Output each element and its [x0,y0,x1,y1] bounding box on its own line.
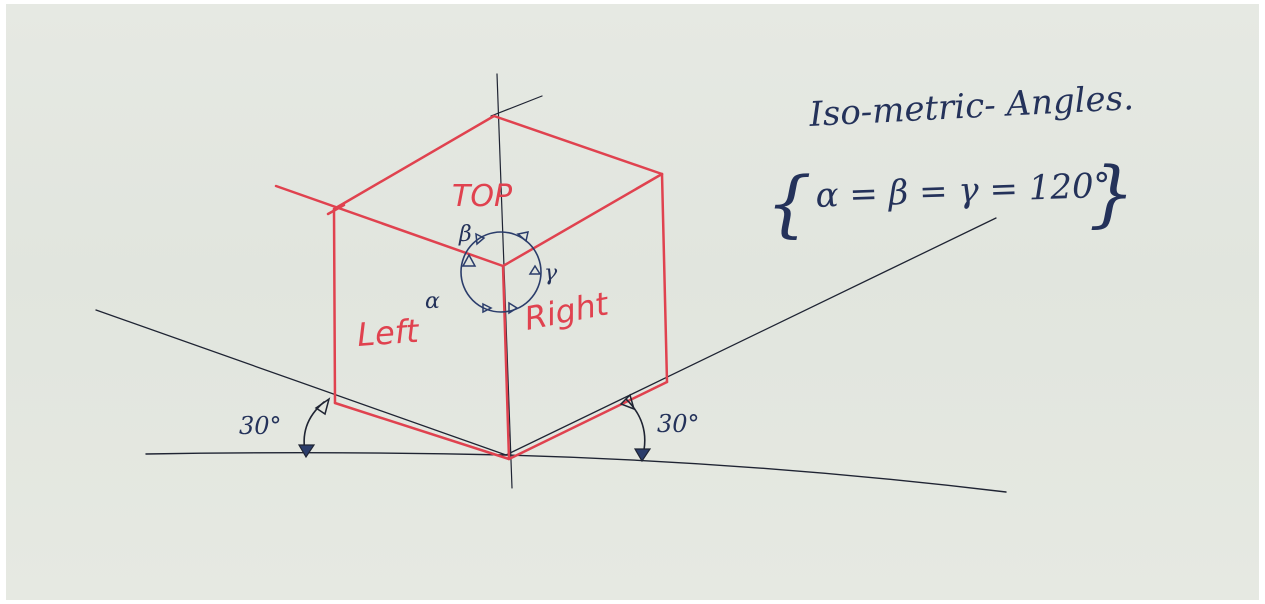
construction-tick [490,95,543,117]
open-brace: { [766,161,812,245]
isometric-diagram: TOP Left Right β γ α 30° 30° Iso-metric-… [95,73,1135,493]
horizontal-baseline [145,452,1007,493]
equation-text: α = β = γ = 120° [815,166,1111,216]
angle-arrow-beta [475,232,486,246]
close-brace: } [1089,151,1135,235]
right-isometric-axis [505,217,997,456]
cube-edge-right-vertical [660,172,669,384]
beta-label: β [458,222,472,247]
title-text: Iso-metric- Angles. [807,78,1134,135]
right-angle-label: 30° [657,410,700,438]
left-arc-arrow-bottom [297,444,316,459]
paper-sheet: TOP Left Right β γ α 30° 30° Iso-metric-… [6,4,1259,600]
angle-arrow-alpha [461,253,477,267]
left-angle-label: 30° [239,412,282,440]
left-face-label: Left [356,312,421,354]
alpha-label: α [425,289,440,314]
angle-arrow-gamma-end [528,264,542,275]
right-arc-arrow-bottom [633,448,652,463]
angle-circle [460,231,542,313]
cube-edge-top-back-left [332,114,496,211]
left-isometric-axis [95,309,507,456]
right-arc-arrow-top [619,393,636,411]
cube-edge-top-back-right [492,114,664,176]
top-face-label: TOP [452,179,513,214]
cube-edge-center-vertical [501,264,511,461]
cube-edge-bottom-left [333,401,511,461]
cube-edge-top-front-right [501,172,664,268]
angle-arrow-gamma [516,231,529,243]
angle-arrow-bottom [508,301,519,315]
cube-corner-overstroke [326,203,346,216]
angle-arrow-alpha-end [482,302,493,314]
left-arc-arrow-top [314,397,331,416]
cube-edge-bottom-right [507,380,669,461]
gamma-label: γ [544,261,558,286]
cube-edge-left-vertical [332,207,337,405]
